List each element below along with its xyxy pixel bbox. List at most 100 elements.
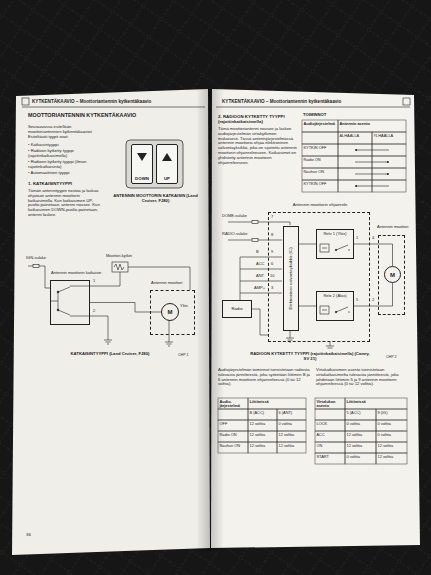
position-arrow: [355, 162, 389, 163]
table-cell: ON: [317, 444, 344, 448]
table-cell: Audiojärjestelmä: [304, 122, 337, 126]
part-heading: Antennin moottorin katkaisin: [51, 271, 111, 276]
table-grid: [376, 409, 407, 420]
table-cell: ACC: [317, 433, 344, 437]
right-page: [211, 89, 420, 548]
body-text: Tämän antennityypin nostoa ja laskua ohj…: [28, 189, 100, 218]
table-grid: [302, 120, 338, 132]
table-cell: OFF: [220, 422, 247, 426]
wire-connector: [354, 283, 393, 306]
fuse-label: IGN-sulake: [26, 256, 56, 261]
pin-number: 1: [356, 236, 362, 241]
table-cell: YLHÄÄLLÄ: [374, 134, 405, 138]
table-cell: KYTKIN OFF: [304, 182, 337, 186]
switch-illustration: [137, 153, 147, 161]
section-heading: 2. RADIOON KYTKETTY TYYPPI (rajoitinkatk…: [218, 114, 298, 124]
body-text: Tämä moottoriantenni nousee ja laskee au…: [218, 127, 298, 166]
pin-name: ACC: [256, 262, 268, 267]
table-cell: Liittimissä: [347, 400, 406, 404]
pin-number: 7: [271, 215, 277, 220]
part-label: Moottori-kytkin: [106, 254, 150, 259]
table-cell: 12 volttia: [347, 444, 375, 448]
figure-code: CHP 1: [178, 353, 202, 357]
table-grid: [218, 409, 248, 420]
table-cell: 12 volttia: [378, 444, 406, 448]
table-grid: [248, 442, 277, 453]
page-number: 36: [26, 532, 40, 537]
table-grid: [302, 144, 338, 156]
relay-unit: Elektroninen valvontayksikkö (IC)Rele 1 …: [268, 212, 370, 342]
switch-box: Antennin moottorin katkaisin: [50, 280, 90, 325]
left-page: [12, 89, 210, 555]
table-grid: [315, 431, 345, 442]
radio-type-wiring: [320, 244, 329, 252]
body-text: Seuraavassa esitellään moottoriantennien…: [28, 125, 100, 139]
pin-number: 9: [271, 250, 277, 255]
table-cell: LOCK: [317, 422, 344, 426]
table-grid: [345, 398, 407, 409]
switch-type-wiring: [114, 264, 124, 270]
pin-number: 8: [271, 233, 277, 238]
table-cell: START: [317, 455, 344, 459]
table-cell: 6 (ANT): [279, 411, 305, 415]
motor-symbol: M: [384, 266, 401, 283]
relay-box: Rele 2 (Alas): [316, 291, 354, 321]
radio-type-wiring: [335, 311, 337, 313]
table-grid: [315, 420, 345, 431]
switch-button: DOWN: [131, 144, 153, 184]
part-label: Elektroninen valvontayksikkö (IC): [289, 226, 294, 331]
table-cell: 0 volttia: [279, 422, 305, 426]
table-cell: 5 (ACC): [347, 411, 375, 415]
table-cell: 0 volttia: [347, 422, 375, 426]
radio-type-wiring: [335, 249, 337, 251]
table-grid: [345, 453, 376, 464]
direction-label: Ylös: [180, 304, 194, 309]
switch-type-wiring: [58, 287, 70, 315]
body-text: Audiojärjestelmän toiminnot tunnistetaan…: [218, 368, 310, 387]
switch-illustration: [126, 140, 183, 188]
position-arrow: [355, 186, 389, 187]
table-cell: 9 (IG): [378, 411, 406, 415]
position-arrow: [355, 174, 389, 175]
table-cell: ALHAALLA: [340, 134, 371, 138]
radio-type-wiring: [322, 248, 327, 249]
page-title: MOOTTORIANTENNIN KYTKENTÄKAAVIO: [28, 112, 198, 118]
pin-name: AMP+: [254, 286, 268, 291]
radio-type-wiring: [252, 239, 258, 242]
radio-type-wiring: [336, 307, 350, 312]
table-cell: 12 volttia: [279, 433, 305, 437]
table-cell: Audio-järjestelmä: [220, 400, 247, 409]
table-cell: 12 volttia: [250, 422, 276, 426]
table-grid: [372, 132, 406, 144]
radio-type-wiring: [336, 245, 350, 250]
pin-number: 10: [270, 274, 278, 279]
bullet-item: • Radioon kytketty tyyppi (rajoitinkatka…: [28, 149, 100, 159]
table-cell: 0 volttia: [347, 455, 375, 459]
switch-type-wiring: [112, 262, 128, 272]
table-grid: [345, 431, 376, 442]
table-grid: [277, 420, 306, 431]
table-cell: Virtalukon asento: [317, 400, 344, 409]
table-cell: Radio ON: [304, 158, 337, 162]
figure-code: CHP 2: [386, 355, 410, 359]
switch-type-wiring: [70, 286, 90, 316]
table-cell: 12 volttia: [250, 433, 276, 437]
table-grid: [302, 120, 406, 192]
motor-housing: MAntennin moottori: [150, 290, 195, 335]
table-grid: [315, 398, 345, 409]
pin-name: ANT: [256, 274, 268, 279]
table-cell: 12 volttia: [347, 433, 375, 437]
switch-type-wiring: [90, 316, 112, 344]
part-label: Rele 2 (Alas): [323, 294, 346, 299]
switch-type-wiring: [28, 262, 190, 346]
page-rules: [216, 107, 410, 108]
table-cell: Radio ON: [220, 433, 247, 437]
part-heading: Antennin moottori: [151, 281, 191, 286]
part-heading: Antennin moottorin ohjainrele: [269, 203, 371, 208]
part-label: UP: [164, 176, 170, 181]
page-header: KYTKENTÄKAAVIO – Moottoriantennin kytken…: [32, 99, 202, 104]
fuse-label: DOME-sulake: [222, 214, 252, 219]
